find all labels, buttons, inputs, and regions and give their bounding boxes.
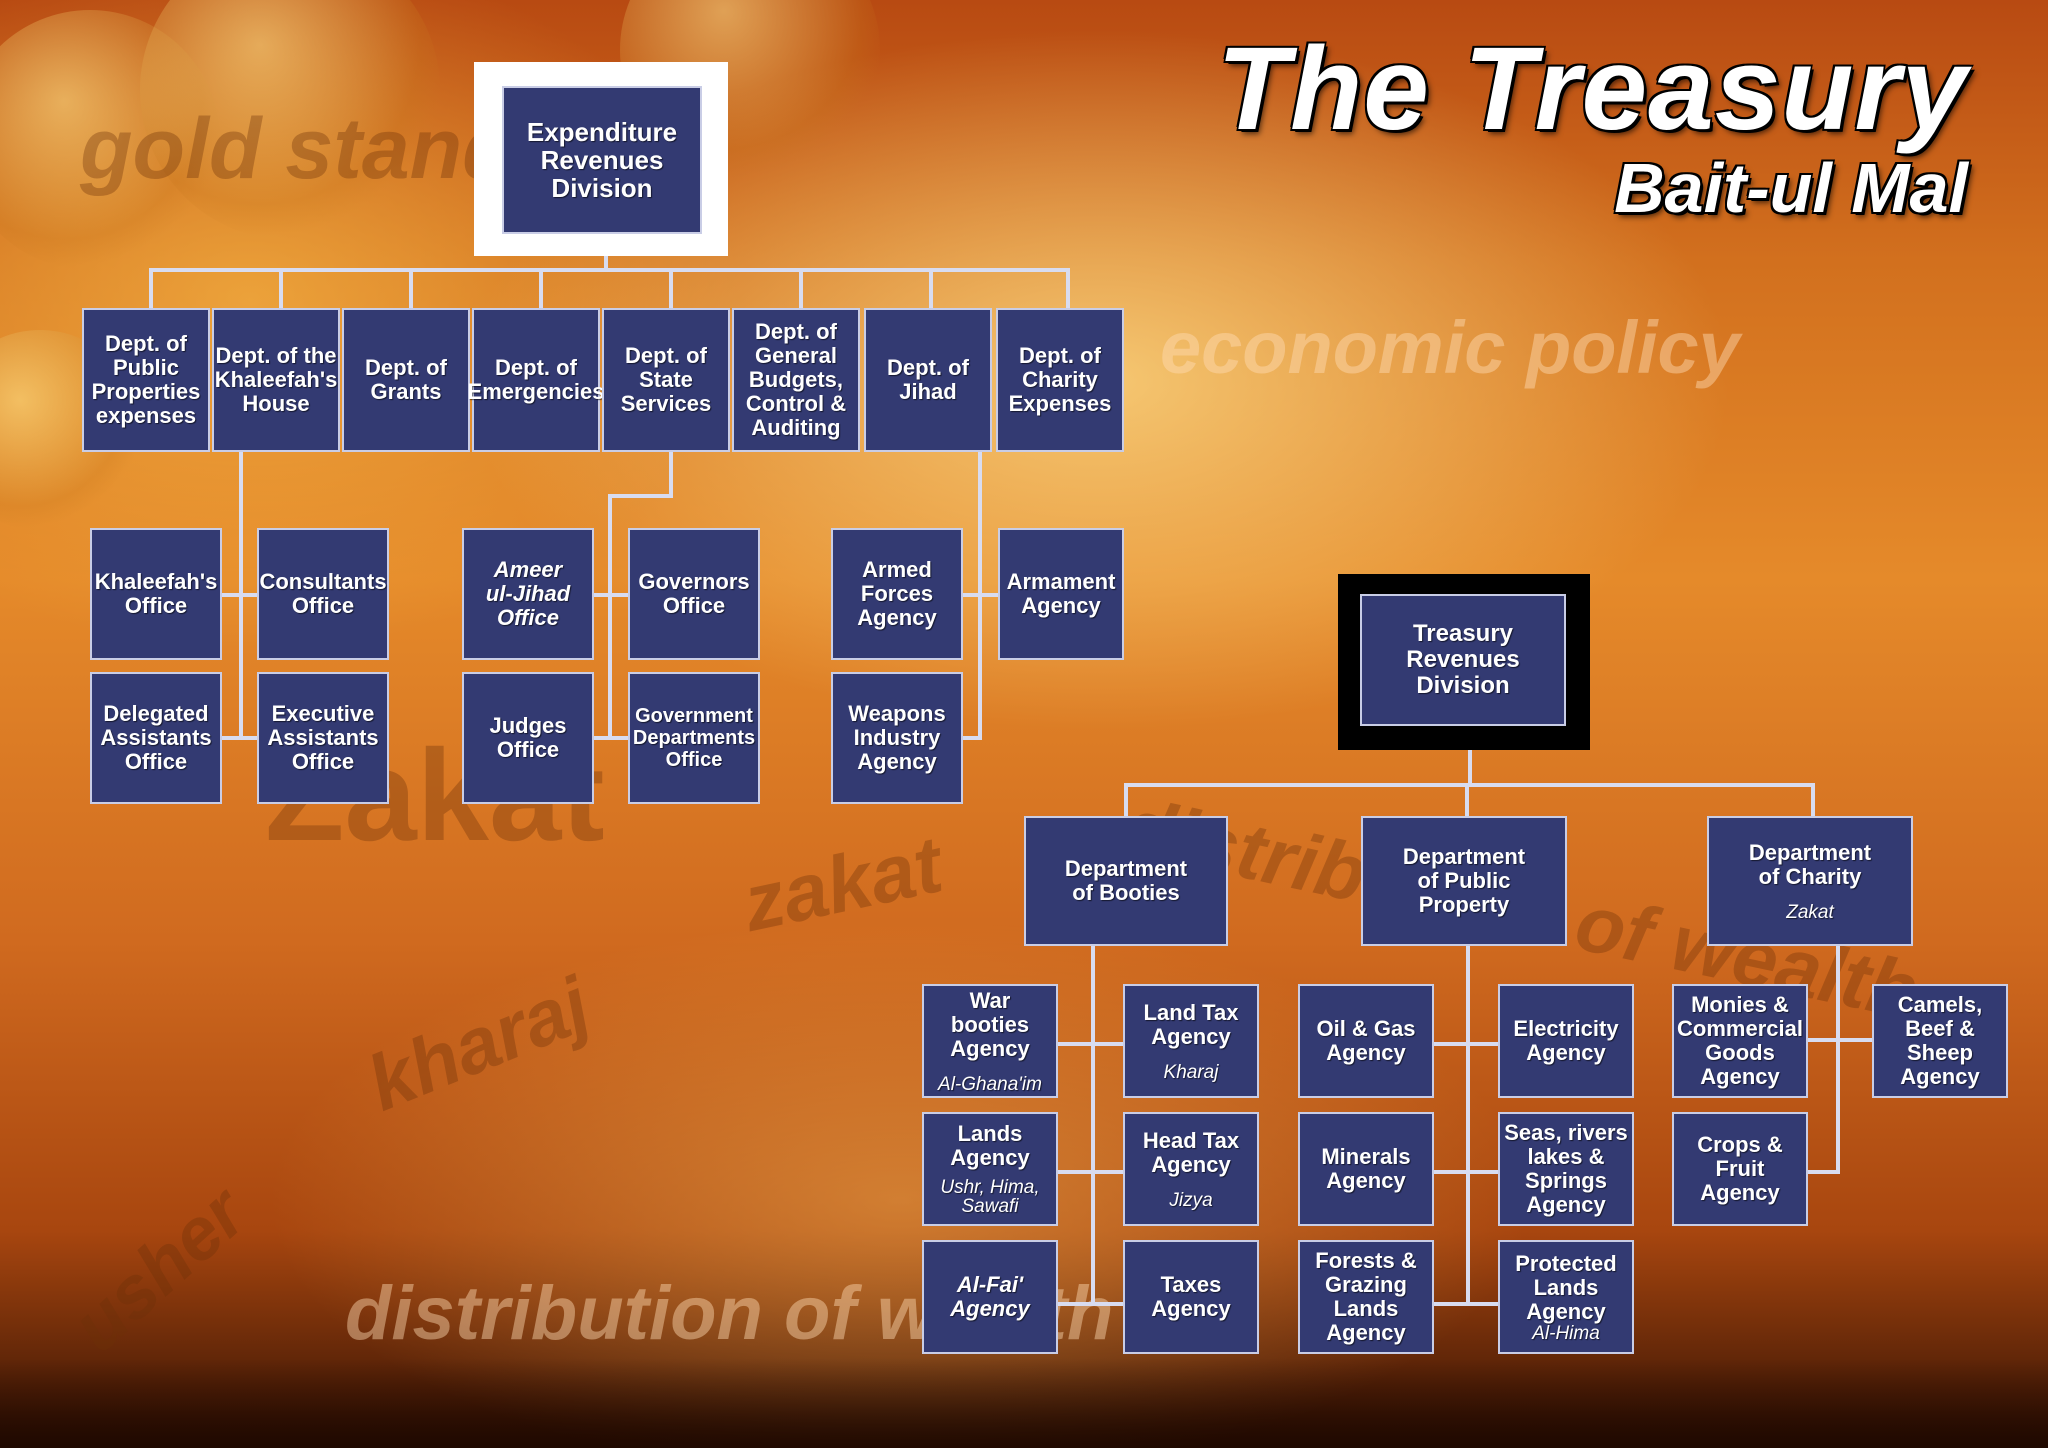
seas-rivers-agency-box: Seas, rivers lakes & Springs Agency: [1498, 1112, 1634, 1226]
dept-charity-expenses: Dept. of Charity Expenses: [996, 308, 1124, 452]
revenues-division-label: Treasury Revenues Division: [1406, 620, 1520, 699]
consultants-office-box: Consultants Office: [257, 528, 389, 660]
agency-label: Land Tax Agency: [1143, 999, 1239, 1049]
agency-label: Armament Agency: [1006, 569, 1116, 618]
dept-emergencies: Dept. of Emergencies: [468, 308, 604, 452]
dept-label: Department of Charity: [1748, 839, 1872, 889]
office-label: Governors Office: [638, 569, 750, 618]
dept-booties-box: Department of Booties: [1024, 816, 1228, 946]
dept-jihad: Dept. of Jihad: [864, 308, 992, 452]
dept-grants: Dept. of Grants: [342, 308, 470, 452]
armament-agency-box: Armament Agency: [998, 528, 1124, 660]
agency-sub-label: Al-Ghana'im: [938, 1073, 1042, 1095]
dept-label: Dept. of the Khaleefah's House: [214, 343, 338, 416]
bottom-shadow: [0, 1358, 2048, 1448]
dept-label: Department of Booties: [1064, 856, 1188, 905]
ameer-jihad-office-box: Ameer ul-Jihad Office: [462, 528, 594, 660]
agency-label: Weapons Industry Agency: [848, 701, 946, 774]
office-label: Judges Office: [489, 713, 567, 762]
agency-label: Crops & Fruit Agency: [1697, 1132, 1783, 1205]
weapons-industry-agency-box: Weapons Industry Agency: [831, 672, 963, 804]
agency-label: Electricity Agency: [1513, 1016, 1619, 1065]
dept-label: Dept. of General Budgets, Control & Audi…: [745, 319, 847, 440]
delegated-assistants-office-box: Delegated Assistants Office: [90, 672, 222, 804]
agency-label: Camels, Beef & Sheep Agency: [1897, 992, 1983, 1089]
page-title: The Treasury Bait-ul Mal: [1217, 30, 1968, 228]
office-label: Government Departments Office: [632, 705, 756, 771]
agency-label: Protected Lands Agency: [1515, 1250, 1617, 1324]
agency-label: Taxes Agency: [1151, 1272, 1231, 1321]
dept-khaleefah-house: Dept. of the Khaleefah's House: [212, 308, 340, 452]
dept-state-services: Dept. of State Services: [602, 308, 730, 452]
taxes-agency-box: Taxes Agency: [1123, 1240, 1259, 1354]
agency-sub-label: Al-Hima: [1532, 1322, 1600, 1344]
agency-label: Seas, rivers lakes & Springs Agency: [1504, 1120, 1628, 1217]
dept-sub-label: Zakat: [1786, 901, 1834, 923]
agency-sub-label: Kharaj: [1163, 1061, 1219, 1083]
expenditure-division-box: Expenditure Revenues Division: [502, 86, 702, 234]
forests-grazing-agency-box: Forests & Grazing Lands Agency: [1298, 1240, 1434, 1354]
office-label: Executive Assistants Office: [267, 701, 379, 774]
dept-general-budgets: Dept. of General Budgets, Control & Audi…: [732, 308, 860, 452]
dept-label: Dept. of Emergencies: [467, 355, 605, 404]
electricity-agency-box: Electricity Agency: [1498, 984, 1634, 1098]
minerals-agency-box: Minerals Agency: [1298, 1112, 1434, 1226]
oil-gas-agency-box: Oil & Gas Agency: [1298, 984, 1434, 1098]
camels-beef-sheep-agency-box: Camels, Beef & Sheep Agency: [1872, 984, 2008, 1098]
office-label: Delegated Assistants Office: [100, 701, 212, 774]
agency-label: Minerals Agency: [1321, 1144, 1411, 1193]
bg-word-economic-policy: economic policy: [1160, 306, 1740, 389]
expenditure-division-label: Expenditure Revenues Division: [526, 117, 678, 203]
office-label: Ameer ul-Jihad Office: [485, 557, 571, 630]
agency-label: Lands Agency: [950, 1121, 1030, 1170]
agency-label: Monies & Commercial Goods Agency: [1677, 992, 1803, 1089]
khaleefah-office-box: Khaleefah's Office: [90, 528, 222, 660]
treasury-revenues-division-box: Treasury Revenues Division: [1360, 594, 1566, 726]
dept-label: Dept. of Charity Expenses: [1008, 343, 1112, 416]
dept-public-properties-expenses: Dept. of Public Properties expenses: [82, 308, 210, 452]
dept-label: Dept. of Grants: [365, 355, 447, 404]
al-fai-agency-box: Al-Fai' Agency: [922, 1240, 1058, 1354]
agency-label: Al-Fai' Agency: [950, 1272, 1030, 1321]
title-main: The Treasury: [1217, 23, 1968, 155]
coin-decoration: [140, 0, 440, 240]
agency-label: Armed Forces Agency: [857, 557, 937, 630]
judges-office-box: Judges Office: [462, 672, 594, 804]
agency-sub-label: Jizya: [1169, 1189, 1213, 1211]
agency-label: Head Tax Agency: [1142, 1127, 1240, 1177]
dept-public-property-box: Department of Public Property: [1361, 816, 1567, 946]
dept-charity-box: Department of Charity Zakat: [1707, 816, 1913, 946]
dept-label: Dept. of Jihad: [887, 355, 969, 404]
office-label: Khaleefah's Office: [94, 569, 218, 618]
executive-assistants-office-box: Executive Assistants Office: [257, 672, 389, 804]
monies-goods-agency-box: Monies & Commercial Goods Agency: [1672, 984, 1808, 1098]
agency-label: War booties Agency: [950, 987, 1030, 1061]
agency-label: Oil & Gas Agency: [1316, 1016, 1416, 1065]
office-label: Consultants Office: [259, 569, 387, 618]
armed-forces-agency-box: Armed Forces Agency: [831, 528, 963, 660]
agency-sub-label: Ushr, Hima, Sawafi: [940, 1177, 1040, 1217]
dept-label: Dept. of State Services: [620, 343, 712, 416]
dept-label: Dept. of Public Properties expenses: [91, 331, 201, 428]
dept-label: Department of Public Property: [1402, 844, 1526, 917]
agency-label: Forests & Grazing Lands Agency: [1315, 1248, 1417, 1345]
title-sub: Bait-ul Mal: [1614, 149, 1968, 227]
crops-fruit-agency-box: Crops & Fruit Agency: [1672, 1112, 1808, 1226]
governors-office-box: Governors Office: [628, 528, 760, 660]
government-departments-office-box: Government Departments Office: [628, 672, 760, 804]
